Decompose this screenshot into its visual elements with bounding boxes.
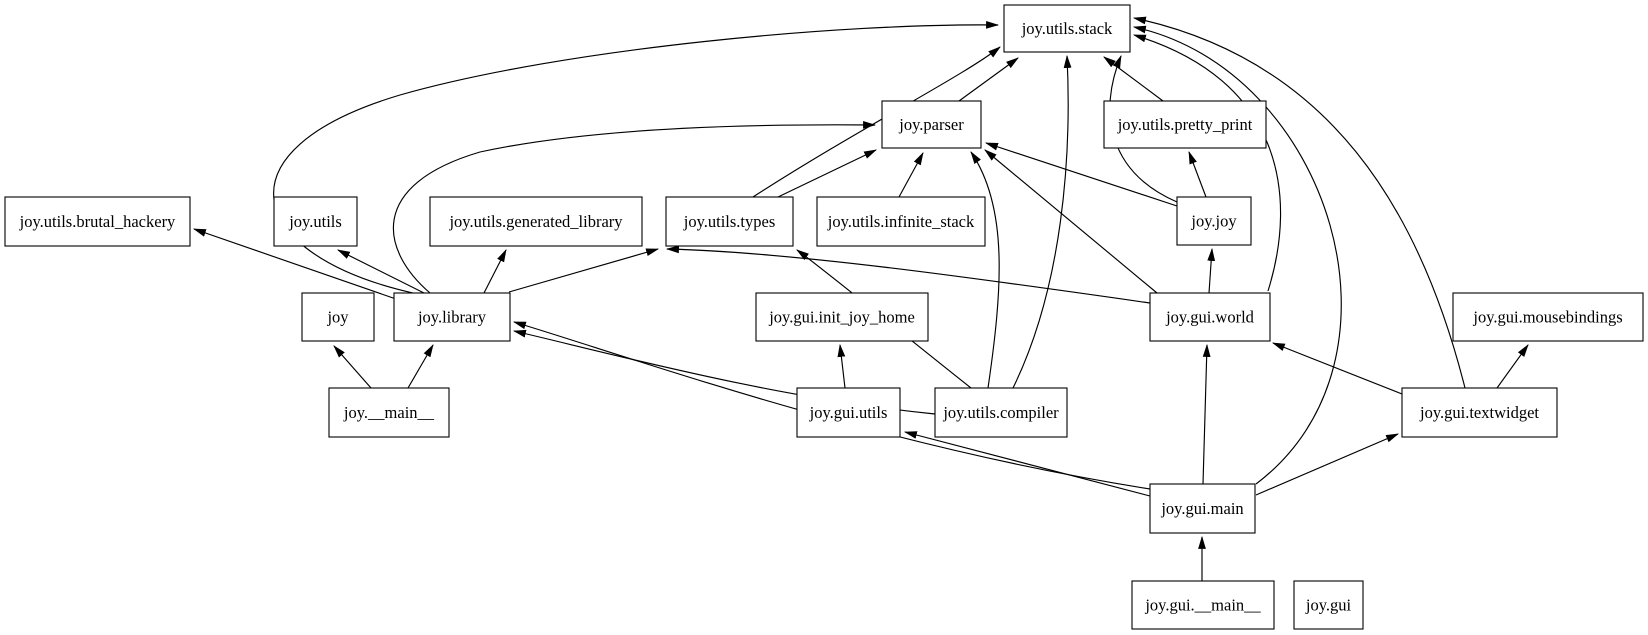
node-box-library bbox=[393, 292, 511, 342]
edge-gui_utils-to-init_joy_home bbox=[837, 343, 846, 389]
edge-library-to-brutal_hackery bbox=[192, 228, 397, 300]
edge-library-to-stack bbox=[273, 20, 1000, 294]
edge-gui_main-to-gui_utils bbox=[903, 431, 1151, 497]
node-utils: joy.utils bbox=[273, 196, 358, 247]
node-stack: joy.utils.stack bbox=[1003, 4, 1131, 53]
node-label-infinite_stack: joy.utils.infinite_stack bbox=[827, 212, 975, 231]
node-label-library: joy.library bbox=[417, 308, 487, 327]
node-box-compiler bbox=[934, 387, 1068, 438]
edges-layer bbox=[192, 16, 1529, 581]
edge-library-to-utils bbox=[337, 249, 425, 294]
node-infinite_stack: joy.utils.infinite_stack bbox=[816, 196, 986, 247]
edge-compiler-to-stack bbox=[1012, 54, 1072, 389]
node-label-init_joy_home: joy.gui.init_joy_home bbox=[768, 308, 915, 327]
node-generated_library: joy.utils.generated_library bbox=[429, 196, 643, 247]
node-types: joy.utils.types bbox=[665, 196, 794, 247]
edge-joyjoy-to-pretty_print bbox=[1188, 150, 1207, 198]
node-box-stack bbox=[1003, 4, 1131, 53]
edge-library-to-types bbox=[508, 248, 660, 293]
node-label-gui: joy.gui bbox=[1305, 596, 1352, 615]
node-label-stack: joy.utils.stack bbox=[1021, 19, 1113, 38]
node-joy: joy bbox=[301, 292, 375, 342]
node-box-mousebindings bbox=[1452, 292, 1644, 342]
node-label-mousebindings: joy.gui.mousebindings bbox=[1472, 308, 1622, 327]
node-label-world: joy.gui.world bbox=[1165, 308, 1255, 327]
node-box-gui_dunder_main bbox=[1131, 580, 1275, 630]
node-label-joy_main: joy.__main__ bbox=[343, 403, 435, 422]
node-label-types: joy.utils.types bbox=[683, 212, 776, 231]
node-label-joyjoy: joy.joy bbox=[1190, 212, 1237, 231]
node-label-gui_dunder_main: joy.gui.__main__ bbox=[1144, 596, 1261, 615]
node-label-gui_main: joy.gui.main bbox=[1160, 499, 1243, 518]
node-box-gui bbox=[1293, 580, 1364, 630]
node-compiler: joy.utils.compiler bbox=[934, 387, 1068, 438]
edge-parser-to-stack bbox=[958, 57, 1019, 102]
node-box-types bbox=[665, 196, 794, 247]
node-box-pretty_print bbox=[1103, 100, 1267, 149]
node-gui_dunder_main: joy.gui.__main__ bbox=[1131, 580, 1275, 630]
node-box-utils bbox=[273, 196, 358, 247]
node-joy_main: joy.__main__ bbox=[328, 387, 450, 438]
edge-textwidget-to-mousebindings bbox=[1496, 344, 1529, 389]
node-parser: joy.parser bbox=[881, 100, 982, 149]
node-box-joyjoy bbox=[1176, 196, 1252, 246]
edge-joy_main-to-joy bbox=[333, 345, 372, 389]
edge-compiler-to-parser bbox=[970, 151, 1000, 389]
edge-gui_main-to-textwidget bbox=[1255, 433, 1399, 496]
node-library: joy.library bbox=[393, 292, 511, 342]
node-world: joy.gui.world bbox=[1149, 292, 1271, 342]
edge-world-to-types bbox=[665, 245, 1151, 304]
node-label-brutal_hackery: joy.utils.brutal_hackery bbox=[19, 212, 176, 231]
node-label-parser: joy.parser bbox=[898, 115, 964, 134]
node-label-gui_utils: joy.gui.utils bbox=[809, 403, 888, 422]
node-box-brutal_hackery bbox=[4, 196, 191, 247]
edge-types-to-parser bbox=[777, 149, 877, 198]
node-gui_utils: joy.gui.utils bbox=[796, 387, 901, 438]
node-box-parser bbox=[881, 100, 982, 149]
node-joyjoy: joy.joy bbox=[1176, 196, 1252, 246]
node-box-infinite_stack bbox=[816, 196, 986, 247]
node-init_joy_home: joy.gui.init_joy_home bbox=[755, 292, 929, 342]
node-box-joy_main bbox=[328, 387, 450, 438]
node-box-gui_utils bbox=[796, 387, 901, 438]
nodes-layer: joy.utils.stack joy.parser joy.utils.prett… bbox=[4, 4, 1644, 630]
edge-world-to-joyjoy bbox=[1207, 247, 1216, 294]
node-label-pretty_print: joy.utils.pretty_print bbox=[1117, 115, 1253, 134]
edge-gui_main-to-stack bbox=[1132, 25, 1342, 485]
node-brutal_hackery: joy.utils.brutal_hackery bbox=[4, 196, 191, 247]
node-label-utils: joy.utils bbox=[288, 212, 342, 231]
node-gui: joy.gui bbox=[1293, 580, 1364, 630]
node-label-compiler: joy.utils.compiler bbox=[942, 403, 1059, 422]
node-label-generated_library: joy.utils.generated_library bbox=[448, 212, 623, 231]
edge-gui_main-to-library bbox=[512, 321, 1151, 490]
edge-gui_main-to-world bbox=[1202, 343, 1211, 485]
node-box-joy bbox=[301, 292, 375, 342]
edge-textwidget-to-stack bbox=[1132, 16, 1466, 389]
edge-joy_main-to-library bbox=[407, 344, 434, 389]
node-box-init_joy_home bbox=[755, 292, 929, 342]
edge-library-to-parser bbox=[392, 120, 877, 294]
edge-textwidget-to-world bbox=[1271, 342, 1403, 395]
node-box-world bbox=[1149, 292, 1271, 342]
edge-world-to-parser bbox=[984, 149, 1158, 294]
node-gui_main: joy.gui.main bbox=[1149, 483, 1256, 534]
node-box-textwidget bbox=[1401, 387, 1558, 438]
edge-library-to-generated_library bbox=[483, 249, 507, 294]
edge-joyjoy-to-parser bbox=[984, 142, 1178, 207]
node-label-joy: joy bbox=[326, 308, 349, 327]
node-box-gui_main bbox=[1149, 483, 1256, 534]
node-box-generated_library bbox=[429, 196, 643, 247]
edge-world-to-stack bbox=[1132, 34, 1282, 292]
node-textwidget: joy.gui.textwidget bbox=[1401, 387, 1558, 438]
node-label-textwidget: joy.gui.textwidget bbox=[1419, 403, 1539, 422]
node-pretty_print: joy.utils.pretty_print bbox=[1103, 100, 1267, 149]
edge-infinite_stack-to-parser bbox=[898, 152, 924, 198]
node-mousebindings: joy.gui.mousebindings bbox=[1452, 292, 1644, 342]
